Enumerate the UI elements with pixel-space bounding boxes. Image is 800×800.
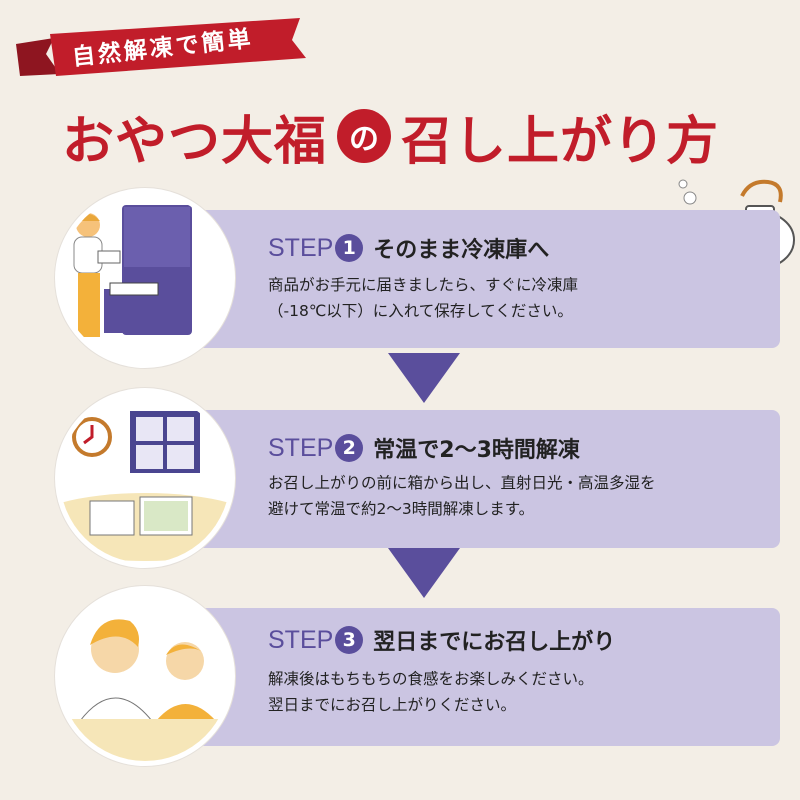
step-1-title: そのまま冷凍庫へ: [373, 238, 550, 263]
title-connector-badge: の: [337, 109, 392, 163]
step-2-number-badge: 2: [335, 434, 364, 462]
step-3-illustration: [55, 586, 235, 766]
ribbon-banner: 自然解凍で簡単: [10, 14, 310, 84]
step-1-desc-line-1: 商品がお手元に届きましたら、すぐに冷凍庫: [268, 276, 579, 294]
step-1-desc-line-2: （-18℃以下）に入れて保存してください。: [268, 302, 573, 320]
step-1-illustration: [55, 188, 235, 368]
step-2-header: STEP 2 常温で2〜3時間解凍: [268, 432, 580, 464]
step-2-illustration: [55, 388, 235, 568]
step-3-title: 翌日までにお召し上がり: [373, 630, 616, 655]
step-2-desc-line-1: お召し上がりの前に箱から出し、直射日光・高温多湿を: [268, 474, 656, 492]
down-arrow-icon: [388, 353, 460, 403]
step-3-desc-line-2: 翌日までにお召し上がりください。: [268, 696, 517, 714]
title-part-2: 召し上がり方: [401, 111, 720, 172]
page-title: おやつ大福 の 召し上がり方: [62, 96, 719, 176]
step-3-label: STEP: [268, 625, 334, 654]
step-2-title: 常温で2〜3時間解凍: [373, 438, 580, 463]
step-2-description: お召し上がりの前に箱から出し、直射日光・高温多湿を 避けて常温で約2〜3時間解凍…: [268, 470, 748, 522]
step-3-header: STEP 3 翌日までにお召し上がり: [268, 624, 615, 656]
down-arrow-icon: [388, 548, 460, 598]
step-2-label: STEP: [268, 433, 334, 462]
step-2-desc-line-2: 避けて常温で約2〜3時間解凍します。: [268, 500, 535, 518]
step-1-number-badge: 1: [335, 234, 364, 262]
step-1-label: STEP: [268, 233, 334, 262]
step-2-card: [150, 410, 780, 548]
ribbon-shape: [16, 18, 306, 76]
step-3-desc-line-1: 解凍後はもちもちの食感をお楽しみください。: [268, 670, 594, 688]
title-part-1: おやつ大福: [62, 111, 328, 172]
step-3-card: [150, 608, 780, 746]
step-1-description: 商品がお手元に届きましたら、すぐに冷凍庫 （-18℃以下）に入れて保存してくださ…: [268, 272, 748, 324]
step-3-description: 解凍後はもちもちの食感をお楽しみください。 翌日までにお召し上がりください。: [268, 666, 748, 718]
step-1-header: STEP 1 そのまま冷凍庫へ: [268, 232, 549, 264]
step-3-number-badge: 3: [335, 626, 364, 654]
step-1-card: [150, 210, 780, 348]
